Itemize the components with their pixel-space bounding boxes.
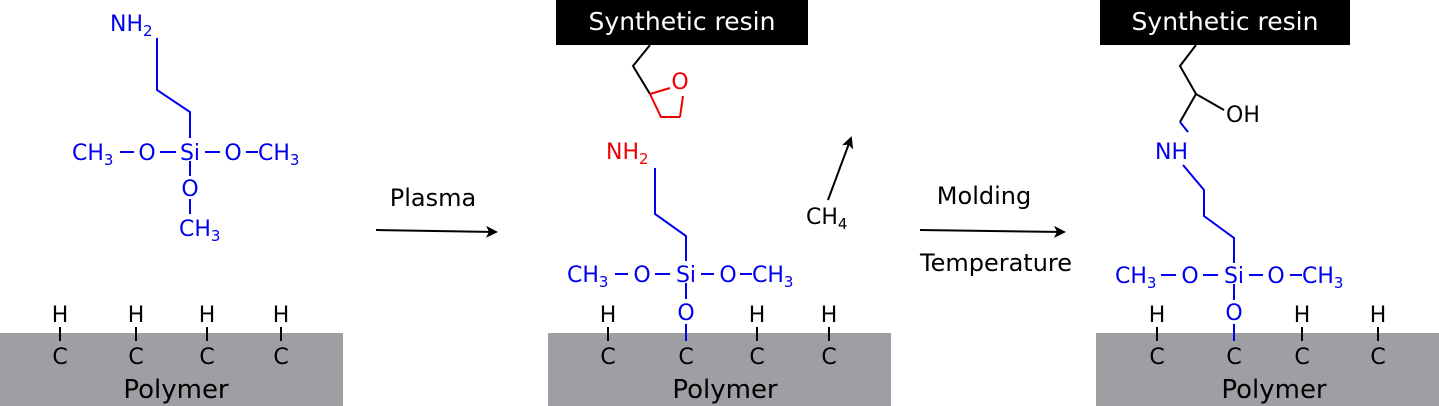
synthetic-resin-box	[1100, 0, 1350, 45]
surface-h: H	[1294, 303, 1311, 328]
surface-c: C	[749, 345, 764, 370]
panel-1-silane-and-polymer: Polymer H C H C H C H C NH2 CH3 O Si O	[0, 12, 343, 406]
methyl-left: CH3	[567, 263, 608, 291]
silicon-atom: Si	[1224, 264, 1244, 289]
methyl-bottom: CH3	[179, 217, 220, 245]
methyl-left: CH3	[72, 141, 113, 169]
methyl-right: CH3	[752, 263, 793, 291]
surface-ch-groups-1	[59, 327, 282, 341]
polymer-label-1: Polymer	[123, 375, 229, 405]
surface-ch-groups-3	[1156, 327, 1379, 341]
molding-step: Molding Temperature	[919, 182, 1072, 277]
synthetic-resin-box	[556, 0, 808, 45]
surface-c: C	[199, 345, 214, 370]
aminosilane-bonds-2	[615, 168, 752, 341]
silicon-atom: Si	[676, 263, 696, 288]
oxygen-bottom: O	[181, 177, 198, 202]
resin-linker-chain	[631, 44, 651, 95]
oxygen-right: O	[719, 263, 736, 288]
surface-c: C	[821, 345, 836, 370]
ring-opened-linker	[1178, 44, 1225, 133]
surface-c: C	[128, 345, 143, 370]
surface-h: H	[1149, 303, 1166, 328]
methyl-right: CH3	[1302, 264, 1343, 292]
temperature-label: Temperature	[919, 249, 1072, 277]
surface-c: C	[52, 345, 67, 370]
plasma-arrow	[375, 225, 498, 238]
polymer-label-2: Polymer	[672, 375, 778, 405]
surface-c: C	[600, 345, 615, 370]
oxygen-bottom: O	[1225, 301, 1242, 326]
silicon-atom: Si	[180, 141, 200, 166]
polymer-label-3: Polymer	[1221, 375, 1327, 405]
surface-h: H	[749, 303, 766, 328]
molding-arrow	[919, 225, 1066, 238]
amine-group: NH2	[110, 12, 153, 40]
surface-ch-groups-2	[607, 327, 830, 341]
surface-h: H	[199, 303, 216, 328]
oxygen-left: O	[1181, 264, 1198, 289]
panel-3-bonded-resin: Polymer Synthetic resin OH NH CH3 O Si O…	[1096, 0, 1439, 406]
surface-h: H	[273, 303, 290, 328]
synthetic-resin-label: Synthetic resin	[589, 7, 776, 36]
polymer-substrate-2	[548, 333, 891, 406]
surface-c: C	[1294, 345, 1309, 370]
oxygen-right: O	[1267, 264, 1284, 289]
oxygen-bottom: O	[677, 301, 694, 326]
plasma-label: Plasma	[390, 184, 476, 212]
surface-h: H	[821, 303, 838, 328]
hydroxyl-group: OH	[1226, 103, 1260, 128]
oxygen-left: O	[138, 141, 155, 166]
aminosilane-bonds-3	[1161, 164, 1302, 341]
surface-h: H	[600, 303, 617, 328]
epoxide-ring	[649, 87, 684, 118]
surface-c-bonded: C	[678, 345, 693, 370]
panel-2-grafted-silane: Polymer Synthetic resin O NH2 CH3 O Si O…	[548, 0, 891, 406]
plasma-step: Plasma	[375, 184, 498, 238]
surface-c: C	[273, 345, 288, 370]
amine-group-reactive: NH2	[606, 140, 649, 168]
epoxide-oxygen: O	[671, 70, 688, 95]
oxygen-left: O	[633, 263, 650, 288]
molding-label: Molding	[937, 182, 1031, 210]
methyl-right: CH3	[258, 141, 299, 169]
aminosilane-bonds-1	[120, 38, 258, 214]
polymer-substrate-1	[0, 333, 343, 406]
synthetic-resin-label: Synthetic resin	[1132, 7, 1319, 36]
oxygen-right: O	[224, 141, 241, 166]
surface-c: C	[1370, 345, 1385, 370]
surface-h: H	[1370, 303, 1387, 328]
surface-h: H	[128, 303, 145, 328]
methyl-left: CH3	[1115, 264, 1156, 292]
methane-release-arrow	[827, 136, 854, 201]
polymer-substrate-3	[1096, 333, 1439, 406]
methane-byproduct: CH4	[806, 205, 847, 233]
surface-h: H	[52, 303, 69, 328]
secondary-amine: NH	[1155, 140, 1188, 165]
surface-c-bonded: C	[1226, 345, 1241, 370]
surface-c: C	[1149, 345, 1164, 370]
